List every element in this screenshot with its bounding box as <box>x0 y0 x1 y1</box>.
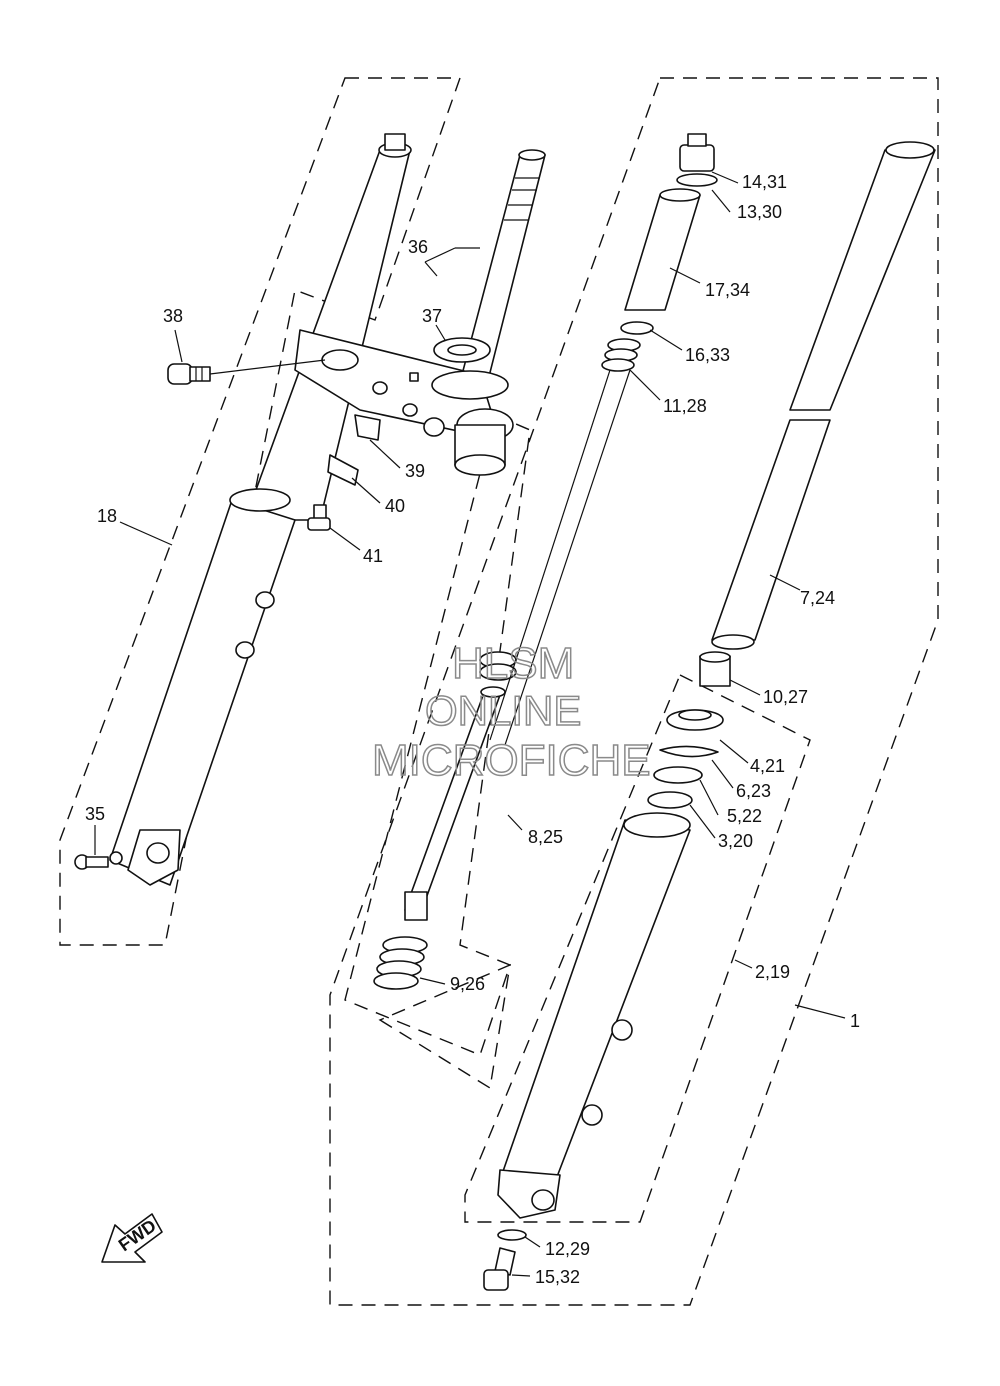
group-boundary-1 <box>329 77 939 1306</box>
bolt-35 <box>74 851 123 870</box>
callout-6: 6,23 <box>736 781 771 801</box>
watermark-line-3: MICROFICHE <box>372 736 651 785</box>
washer-12 <box>497 1229 527 1241</box>
callout-8: 8,25 <box>528 827 563 847</box>
callout-1: 1 <box>850 1011 860 1031</box>
washer-5 <box>653 766 703 784</box>
callout-16: 16,33 <box>685 345 730 365</box>
callout-12: 12,29 <box>545 1239 590 1259</box>
clip-39 <box>354 414 381 441</box>
leader-lines <box>94 171 846 1277</box>
callout-39: 39 <box>405 461 425 481</box>
damper-rod-assembly <box>373 651 517 990</box>
clip-6 <box>659 745 719 758</box>
callout-18: 18 <box>97 506 117 526</box>
callout-17: 17,34 <box>705 280 750 300</box>
callout-13: 13,30 <box>737 202 782 222</box>
watermark-line-2: ONLINE <box>425 687 581 734</box>
group-boundary-2 <box>464 674 811 1223</box>
bushing-10 <box>699 651 731 687</box>
callout-38: 38 <box>163 306 183 326</box>
cap-bolt-14 <box>676 133 718 187</box>
outer-tube-2 <box>497 812 691 1219</box>
callout-15: 15,32 <box>535 1267 580 1287</box>
callout-14: 14,31 <box>742 172 787 192</box>
bolt-15 <box>483 1247 516 1291</box>
callout-10: 10,27 <box>763 687 808 707</box>
fork-assembly-left <box>74 133 412 886</box>
under-bracket-assembly <box>294 149 546 476</box>
callout-36: 36 <box>408 237 428 257</box>
fwd-arrow-icon: FWD <box>101 1213 163 1263</box>
callout-5: 5,22 <box>727 806 762 826</box>
inner-tube-7 <box>711 141 936 650</box>
callout-41: 41 <box>363 546 383 566</box>
callout-3: 3,20 <box>718 831 753 851</box>
callout-37: 37 <box>422 306 442 326</box>
bolt-41 <box>307 504 331 531</box>
watermark: HLSM ONLINE MICROFICHE <box>371 638 651 786</box>
bushing-3 <box>647 791 693 809</box>
callout-2: 2,19 <box>755 962 790 982</box>
spacer-17 <box>624 188 701 311</box>
watermark-line-1: HLSM <box>452 639 574 688</box>
group-boundary-8 <box>344 414 531 1056</box>
callout-labels: 18 35 36 37 38 39 40 41 14,31 13,30 17,3… <box>85 172 860 1287</box>
callout-35: 35 <box>85 804 105 824</box>
clip-40 <box>327 454 359 486</box>
callout-11: 11,28 <box>663 396 707 416</box>
callout-40: 40 <box>385 496 405 516</box>
callout-9: 9,26 <box>450 974 485 994</box>
callout-7: 7,24 <box>800 588 835 608</box>
callout-4: 4,21 <box>750 756 785 776</box>
spring-9 <box>373 936 428 990</box>
washer-16 <box>620 321 654 335</box>
group-boundary-9 <box>378 963 511 1090</box>
bolt-38 <box>167 359 326 385</box>
spring-11 <box>601 338 641 372</box>
